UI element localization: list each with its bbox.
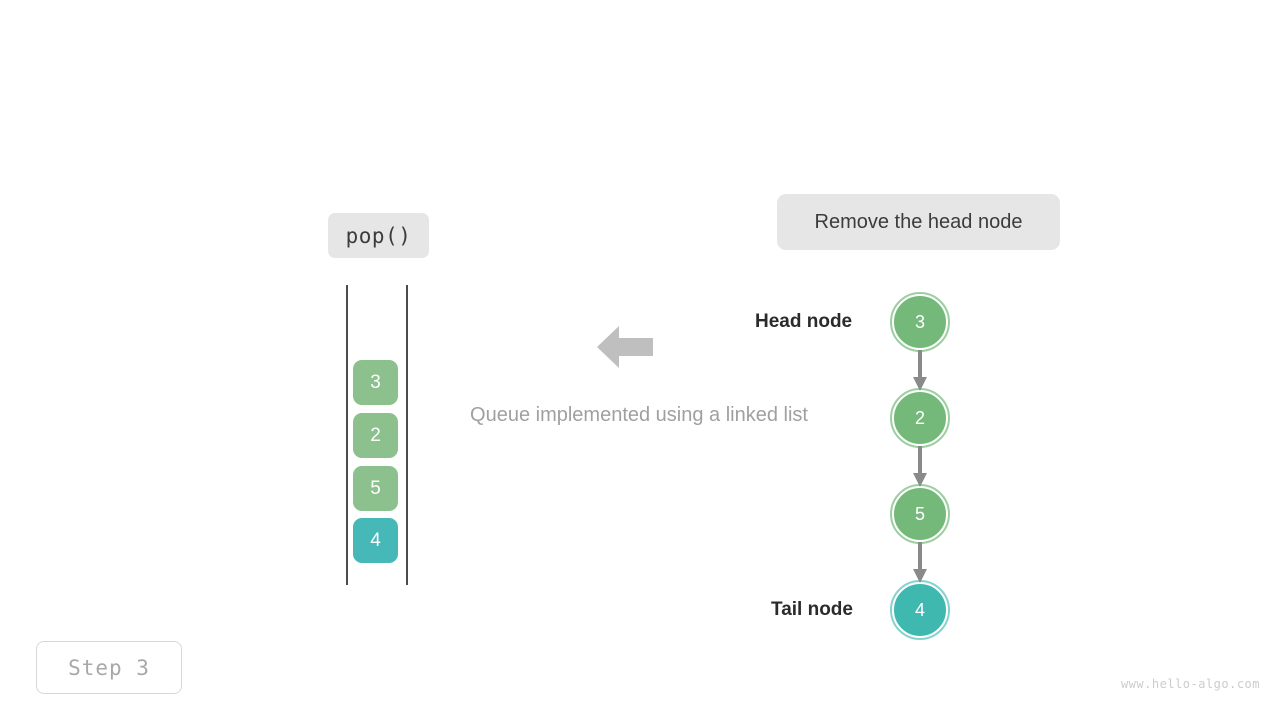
queue-item-2: 5 xyxy=(353,466,398,511)
list-node-value: 5 xyxy=(914,503,925,524)
queue-item-value: 3 xyxy=(370,371,381,393)
list-node-1: 2 xyxy=(890,388,950,448)
link-arrow-icon-1 xyxy=(913,446,927,487)
step-badge: Step 3 xyxy=(36,641,182,694)
diagram-caption: Queue implemented using a linked list xyxy=(0,404,1280,427)
tail-node-label: Tail node xyxy=(771,599,853,620)
queue-item-0: 3 xyxy=(353,360,398,405)
list-node-value: 2 xyxy=(914,407,925,428)
list-node-tail: 4 xyxy=(890,580,950,640)
queue-rail-right xyxy=(406,285,408,585)
list-node-value: 4 xyxy=(914,599,925,620)
list-node-2: 5 xyxy=(890,484,950,544)
left-block-arrow-icon xyxy=(597,326,653,368)
queue-rail-left xyxy=(346,285,348,585)
queue-item-1: 2 xyxy=(353,413,398,458)
queue-item-value: 2 xyxy=(370,424,381,446)
callout-label: Remove the head node xyxy=(814,210,1023,233)
step-badge-label: Step 3 xyxy=(68,655,150,680)
queue-item-value: 5 xyxy=(370,477,381,499)
callout-remove-head: Remove the head node xyxy=(777,194,1060,250)
link-arrow-icon-2 xyxy=(913,542,927,583)
link-arrow-icon-0 xyxy=(913,350,927,391)
queue-item-value: 4 xyxy=(370,529,381,551)
operation-chip-label: pop() xyxy=(345,223,412,248)
watermark: www.hello-algo.com xyxy=(1120,677,1260,691)
diagram-caption-text: Queue implemented using a linked list xyxy=(470,404,808,426)
head-node-label: Head node xyxy=(755,311,853,332)
operation-chip-pop: pop() xyxy=(328,213,429,258)
queue-item-3: 4 xyxy=(353,518,398,563)
list-node-value: 3 xyxy=(914,311,925,332)
list-node-head: 3 xyxy=(890,292,950,352)
